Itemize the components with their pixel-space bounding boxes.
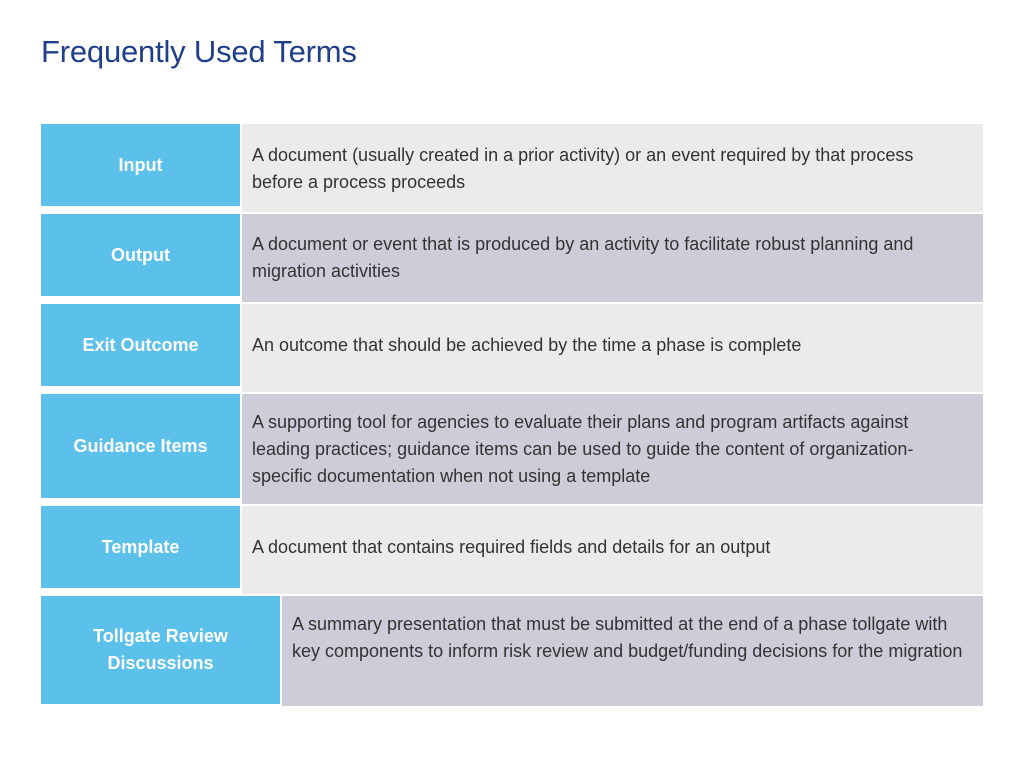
table-row: Guidance Items A supporting tool for age… <box>41 394 983 506</box>
term-input: Input <box>41 124 242 206</box>
definition-exit-outcome: An outcome that should be achieved by th… <box>242 304 983 392</box>
table-row: Template A document that contains requir… <box>41 506 983 596</box>
definition-input: A document (usually created in a prior a… <box>242 124 983 212</box>
term-tollgate-review-discussions: Tollgate Review Discussions <box>41 596 282 704</box>
table-row: Exit Outcome An outcome that should be a… <box>41 304 983 394</box>
term-exit-outcome: Exit Outcome <box>41 304 242 386</box>
term-guidance-items: Guidance Items <box>41 394 242 498</box>
table-row: Tollgate Review Discussions A summary pr… <box>41 596 983 706</box>
definition-tollgate-review-discussions: A summary presentation that must be subm… <box>282 596 983 706</box>
term-output: Output <box>41 214 242 296</box>
terms-table: Input A document (usually created in a p… <box>41 124 983 706</box>
table-row: Input A document (usually created in a p… <box>41 124 983 214</box>
table-row: Output A document or event that is produ… <box>41 214 983 304</box>
definition-guidance-items: A supporting tool for agencies to evalua… <box>242 394 983 504</box>
definition-output: A document or event that is produced by … <box>242 214 983 302</box>
definition-template: A document that contains required fields… <box>242 506 983 594</box>
term-template: Template <box>41 506 242 588</box>
page-title: Frequently Used Terms <box>41 34 357 69</box>
